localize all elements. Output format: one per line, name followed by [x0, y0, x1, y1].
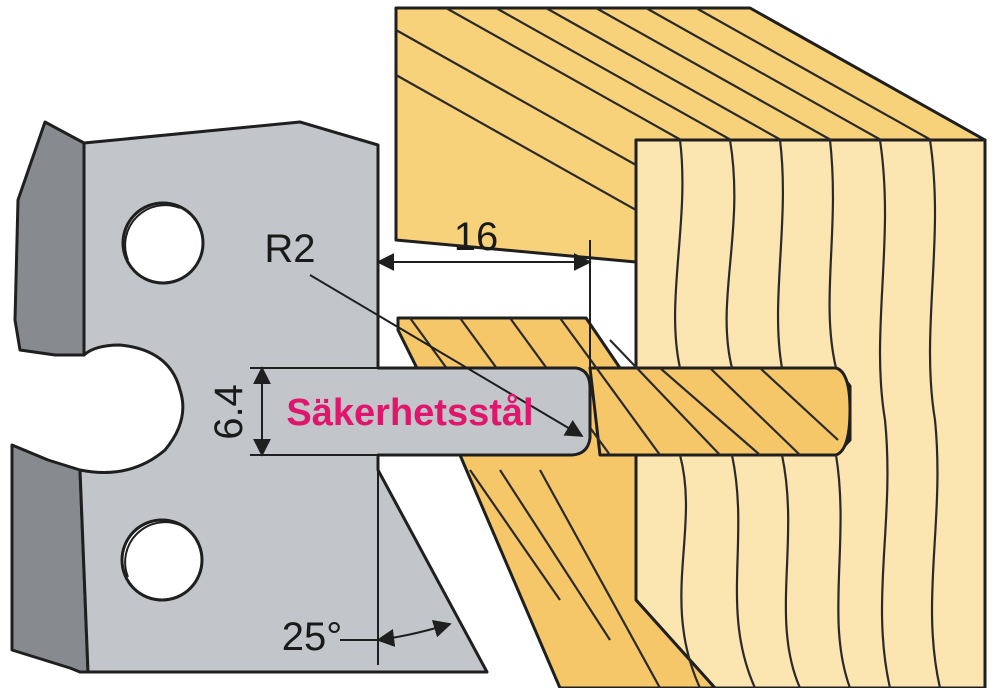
- angle-label: 25°: [282, 615, 343, 659]
- wood-block: [394, 6, 987, 688]
- bore-hole-lower-shade: [124, 521, 181, 578]
- radius-leader: [309, 274, 584, 437]
- material-label: Säkerhetsstål: [286, 392, 533, 434]
- radius-label: R2: [264, 227, 315, 271]
- angle-arc: [376, 620, 452, 647]
- bore-hole-upper: [121, 201, 205, 285]
- width-label: 6.4: [207, 384, 251, 440]
- dimension-lines: [250, 240, 592, 665]
- knife-face: [78, 120, 592, 674]
- wood-end-grain: [673, 139, 942, 688]
- knife-side-lower: [10, 443, 90, 674]
- wood-top-grain: [395, 7, 932, 211]
- knife: [10, 120, 592, 674]
- depth-label: 16: [454, 215, 499, 259]
- bore-hole-lower: [120, 518, 204, 602]
- knife-side-upper: [13, 120, 86, 357]
- bore-hole-upper-shade: [124, 204, 181, 261]
